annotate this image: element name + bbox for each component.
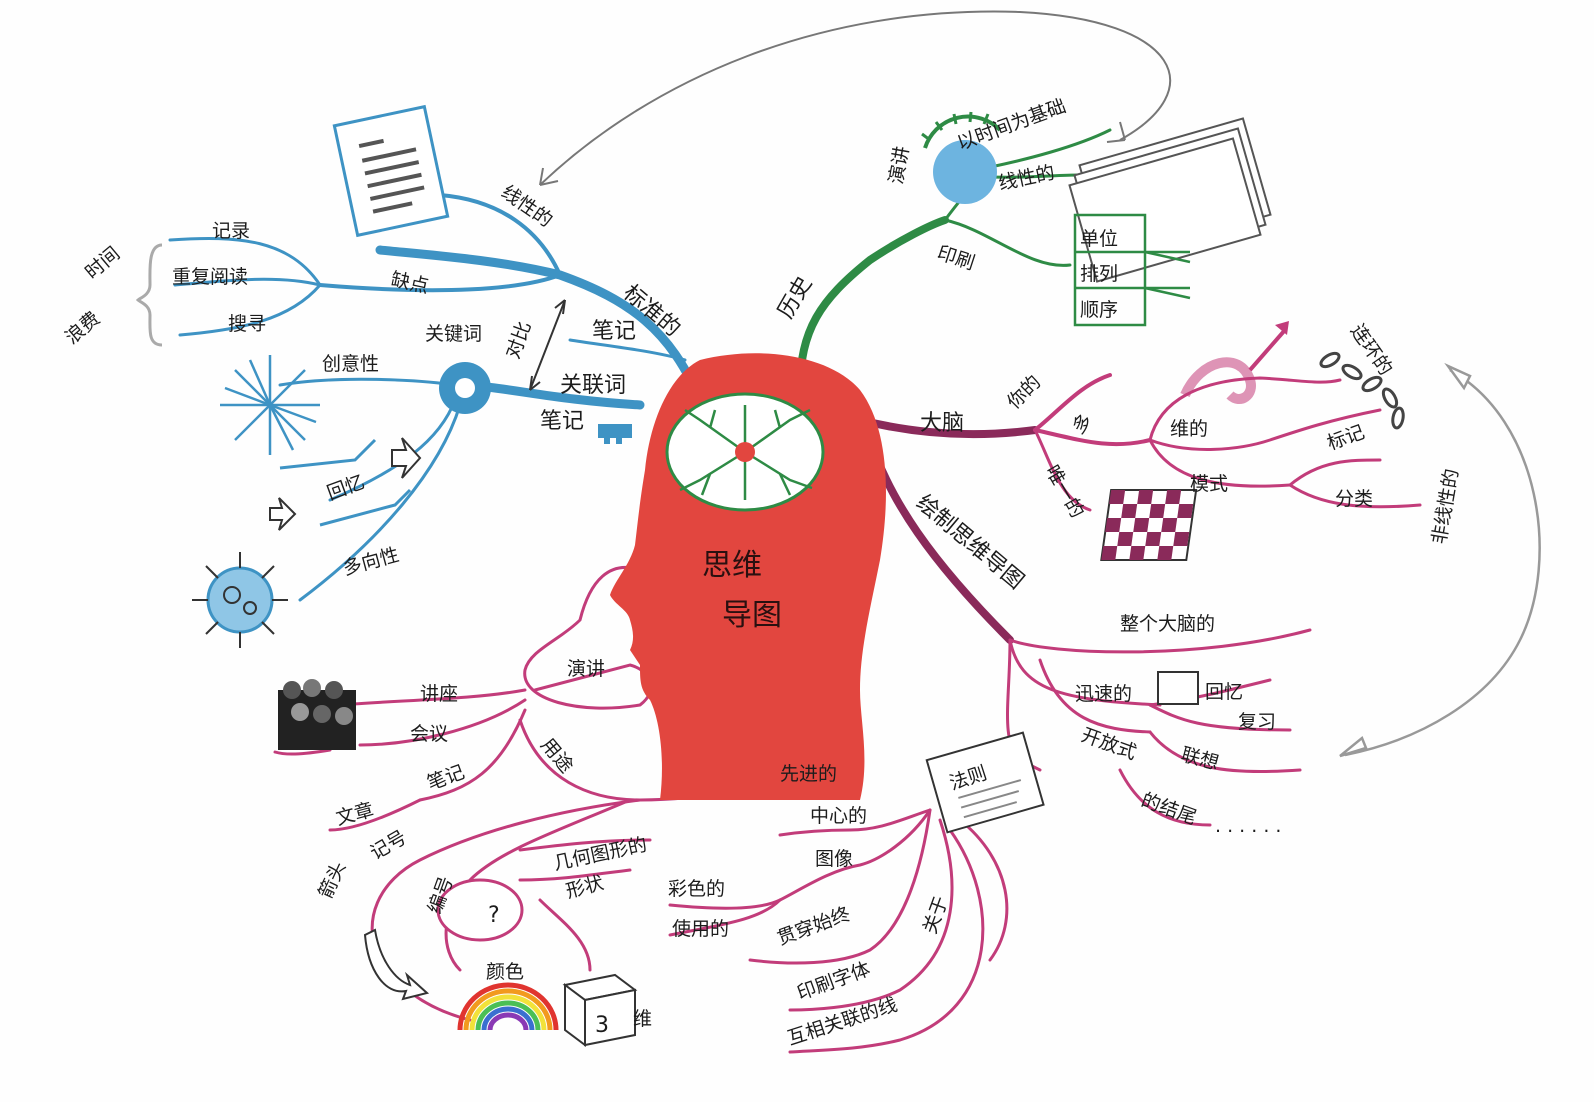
label-contrast: 对比: [502, 318, 536, 361]
label-linear-green: 线性的: [996, 162, 1056, 195]
recall-bracket-2: [319, 488, 412, 527]
label-article: 文章: [334, 799, 376, 830]
ribbon-arrow-icon: [1180, 321, 1289, 404]
label-3d-number: 3: [595, 1013, 609, 1038]
label-lecture: 讲座: [420, 683, 458, 705]
label-time: 时间: [81, 243, 124, 284]
recall-box-icon: [1157, 671, 1199, 705]
label-fast: 迅速的: [1075, 683, 1132, 705]
label-symbol: 记号: [367, 826, 411, 864]
blue-branch: [168, 188, 705, 602]
label-notes-use: 笔记: [424, 761, 467, 795]
label-nonlinear: 非线性的: [1428, 467, 1463, 546]
label-order: 顺序: [1080, 299, 1118, 321]
key-icon: [439, 362, 632, 444]
label-keyword: 关键词: [425, 323, 482, 345]
recall-bracket: [279, 438, 377, 470]
label-creativity: 创意性: [322, 353, 379, 375]
label-using: 使用的: [672, 918, 729, 940]
label-print-font: 印刷字体: [794, 958, 873, 1005]
label-arrange: 排列: [1080, 263, 1118, 285]
label-question-mark: ?: [488, 903, 500, 928]
audience-icon: [278, 679, 356, 750]
multidirectional-icon: [192, 552, 288, 648]
label-dimensional: 维的: [1170, 418, 1208, 440]
ellipsis-dots: . . . . . .: [1215, 815, 1281, 837]
checkered-pattern-icon: [1100, 489, 1198, 561]
label-use: 用途: [536, 734, 577, 777]
center-title-line2: 导图: [722, 598, 782, 633]
symbols-icon: [436, 878, 524, 942]
label-meeting: 会议: [410, 723, 448, 745]
label-yours: 你的: [1003, 371, 1045, 413]
label-unit: 单位: [1080, 228, 1118, 250]
contrast-arrow: [529, 299, 566, 391]
label-review: 复习: [1238, 711, 1276, 733]
unit-table: [1073, 213, 1191, 327]
recall-arrow-icon: [269, 437, 422, 531]
label-pattern: 模式: [1190, 473, 1228, 495]
label-unique: 唯一的: [1041, 462, 1089, 522]
label-time-based: 以时间为基础: [954, 95, 1069, 155]
label-speech-use: 演讲: [567, 658, 605, 680]
brain-icon: [665, 392, 825, 512]
label-multidirectional: 多向性: [341, 544, 402, 580]
label-flaws: 缺点: [389, 268, 431, 297]
label-record: 记录: [212, 220, 250, 242]
starburst-icon: [220, 355, 320, 455]
label-notes-1: 笔记: [592, 319, 636, 344]
label-reread: 重复阅读: [172, 266, 248, 288]
document-icon: [332, 104, 450, 238]
label-recall-draw: 回忆: [1205, 681, 1243, 703]
label-associated-words: 关联词: [560, 373, 626, 398]
cube-icon: [562, 973, 638, 1047]
curved-arrow-icon: [363, 928, 430, 1001]
top-return-arrow: [539, 10, 1172, 186]
label-image: 图像: [815, 848, 853, 870]
label-3d-dim: 维: [633, 1008, 652, 1030]
label-search: 搜寻: [228, 313, 266, 335]
label-throughout: 贯穿始终: [774, 903, 853, 950]
label-ending: 的结尾: [1138, 789, 1199, 829]
brace-icon: [135, 243, 163, 347]
label-whole-brain: 整个大脑的: [1120, 613, 1215, 635]
paper-stack-icon: [1068, 117, 1272, 283]
label-chained: 连环的: [1346, 320, 1397, 379]
label-mark: 标记: [1324, 421, 1367, 455]
label-arrow: 箭头: [315, 858, 351, 902]
clock-icon: [921, 111, 1002, 204]
label-central: 中心的: [810, 805, 867, 827]
label-waste: 浪费: [61, 308, 104, 349]
label-speech-green: 演讲: [885, 145, 913, 186]
center-title-line1: 思维: [702, 548, 762, 583]
chain-icon: [1319, 351, 1405, 430]
label-colorful: 彩色的: [668, 878, 725, 900]
label-color: 颜色: [486, 961, 524, 983]
label-recall-blue: 回忆: [324, 471, 367, 505]
label-linear-blue: 线性的: [497, 181, 556, 232]
label-notes-2: 笔记: [540, 409, 584, 434]
label-classify: 分类: [1335, 488, 1373, 510]
label-history: 历史: [774, 272, 818, 323]
label-brain: 大脑: [920, 411, 964, 436]
label-associate: 联想: [1179, 744, 1221, 775]
rules-book-icon: [925, 731, 1045, 834]
right-double-arrow: [1339, 362, 1541, 758]
label-advanced: 先进的: [780, 763, 837, 785]
label-key: 关于: [919, 893, 953, 936]
rainbow-icon: [457, 982, 559, 1031]
label-print: 印刷: [934, 242, 977, 275]
label-multi: 多: [1068, 410, 1097, 439]
label-geometric: 几何图形的: [551, 834, 649, 875]
